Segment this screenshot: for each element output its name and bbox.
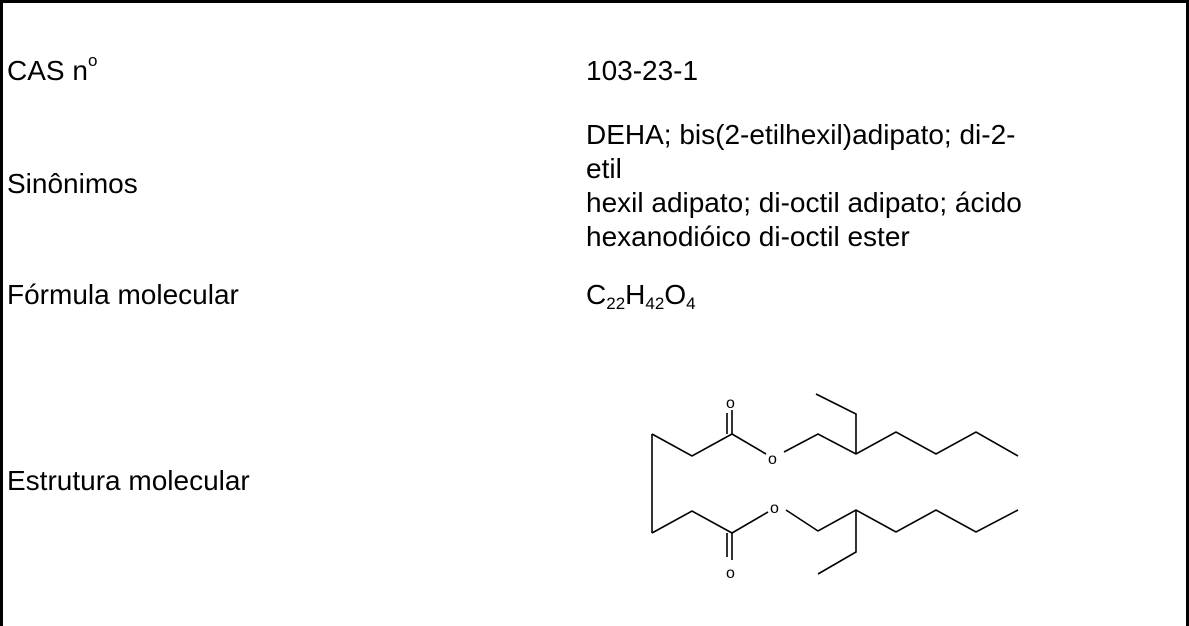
border-top [0,0,1189,3]
top-carbonyl-oxygen-label: o [726,395,735,412]
formula-subscript: 42 [645,294,665,313]
top-ethyl-branch [815,393,857,454]
top-alkyl-chain [783,431,1019,457]
bottom-acyl-chain [651,510,733,534]
bottom-carbonyl-oxygen-label: o [726,565,735,582]
formula-element: H [625,279,646,310]
formula-element: C [586,279,607,310]
cas-value: 103-23-1 [586,55,699,86]
top-ester-bond [731,433,767,455]
formula-label: Fórmula molecular [7,279,239,310]
synonyms-line: hexil adipato; di-octil adipato; ácido [586,187,1022,218]
synonyms-line: hexanodióico di-octil ester [586,221,910,252]
structure-bonds [651,393,1019,575]
top-acyl-chain [651,433,733,457]
bottom-ester-bond [731,511,769,534]
formula-element: O [664,279,687,310]
synonyms-line: DEHA; bis(2-etilhexil)adipato; di-2-etil [586,119,1016,184]
formula-value: C22H42O4 [586,278,696,312]
bottom-alkyl-chain [785,509,1019,533]
structure-label: Estrutura molecular [7,465,250,496]
synonyms-value: DEHA; bis(2-etilhexil)adipato; di-2-etil… [586,118,1026,254]
synonyms-label: Sinônimos [7,168,138,199]
border-left [0,0,3,626]
cas-label-superscript: o [87,51,98,70]
formula-subscript: 22 [606,294,626,313]
cas-label: CAS no [7,51,98,88]
bottom-ethyl-branch [817,510,857,575]
molecular-structure-diagram: o o o o [651,393,1019,582]
formula-subscript: 4 [686,294,696,313]
bottom-ester-oxygen-label: o [770,500,779,517]
top-ester-oxygen-label: o [768,451,777,468]
cas-label-text: CAS n [7,55,88,86]
border-right [1186,0,1189,626]
